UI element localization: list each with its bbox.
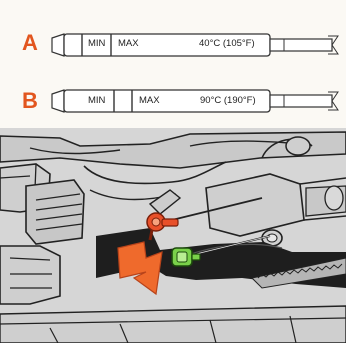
label-a: A xyxy=(22,32,38,54)
dipstick-b-max-label: MAX xyxy=(139,96,160,106)
label-b: B xyxy=(22,90,38,112)
engine-illustration xyxy=(0,128,346,343)
dipstick-b-temperature: 90°C (190°F) xyxy=(200,96,256,106)
dipstick-a-min-label: MIN xyxy=(88,39,105,49)
dipstick-a-max-label: MAX xyxy=(118,39,139,49)
green-dipstick-handle-icon xyxy=(170,244,202,272)
dipstick-b-min-label: MIN xyxy=(88,96,105,106)
dipstick-a-temperature: 40°C (105°F) xyxy=(199,39,255,49)
orange-arrow-icon xyxy=(116,238,170,300)
dipstick-legend: A MIN MAX 40°C (105°F) B MIN MAX 90°C (1… xyxy=(0,0,346,128)
